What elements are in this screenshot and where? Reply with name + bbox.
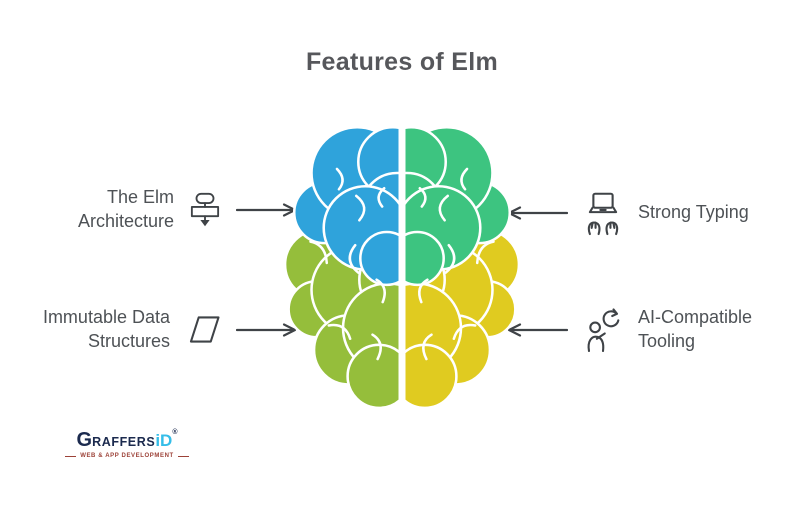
logo-letter-g: G bbox=[76, 429, 93, 451]
person-sync-icon bbox=[587, 308, 620, 352]
page-title: Features of Elm bbox=[305, 48, 499, 76]
registered-mark: ® bbox=[172, 429, 178, 436]
brand-tagline: WEB & APP DEVELOPMENT bbox=[62, 453, 192, 459]
feature-label: AI-Compatible Tooling bbox=[638, 307, 753, 351]
logo-raffers: RAFFERS bbox=[92, 435, 156, 449]
arrow-right-icon bbox=[236, 323, 297, 337]
feature-label: The Elm Architecture bbox=[77, 187, 174, 231]
laptop-typing-icon bbox=[587, 192, 619, 236]
feature-elm-architecture: The Elm Architecture bbox=[40, 186, 298, 234]
logo-id: iD bbox=[155, 431, 173, 450]
flowchart-icon bbox=[190, 192, 220, 226]
brand-logo-text: GRAFFERSiD® bbox=[62, 429, 192, 452]
feature-label: Immutable Data Structures bbox=[42, 307, 170, 351]
feature-strong-typing: Strong Typing bbox=[506, 190, 749, 236]
feature-label: Strong Typing bbox=[638, 202, 749, 223]
arrow-left-icon bbox=[507, 323, 568, 337]
tagline-rule-right bbox=[177, 455, 189, 457]
feature-ai-tooling: AI-Compatible Tooling bbox=[506, 306, 773, 354]
brain-right-hemisphere bbox=[405, 125, 521, 410]
brand-logo: GRAFFERSiD® WEB & APP DEVELOPMENT bbox=[62, 429, 192, 459]
tagline-rule-left bbox=[65, 455, 77, 457]
parallelogram-icon bbox=[189, 316, 220, 343]
brain-illustration bbox=[283, 125, 521, 410]
tagline-text: WEB & APP DEVELOPMENT bbox=[80, 453, 174, 459]
feature-immutable-data: Immutable Data Structures bbox=[18, 306, 298, 354]
brain-left-hemisphere bbox=[283, 125, 399, 410]
